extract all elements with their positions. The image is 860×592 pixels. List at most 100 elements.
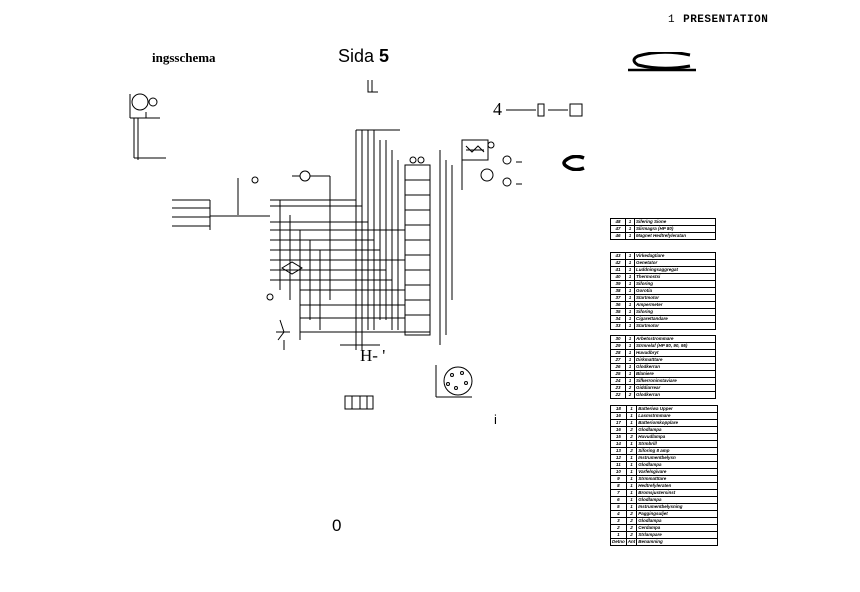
legend-cell-n: 13 xyxy=(610,447,627,455)
legend-cell-d: Glodlampa xyxy=(636,517,719,525)
legend-cell-q: Ant xyxy=(625,538,638,546)
legend-cell-n: 36 xyxy=(610,301,626,309)
indicator-lamp-icon xyxy=(299,170,311,182)
legend-cell-d: Siforing xyxy=(634,308,716,316)
legend-cell-d: Blaniere xyxy=(634,370,716,378)
legend-cell-q: 1 xyxy=(625,503,638,511)
legend-cell-q: 2 xyxy=(625,384,635,392)
legend-cell-d: Gorotia xyxy=(634,287,716,295)
legend-cell-n: 26 xyxy=(610,363,626,371)
legend-cell-d: Strmmatttare xyxy=(636,475,719,483)
legend-cell-d: Hedtrefyleraten xyxy=(636,482,719,490)
legend-cell-q: 2 xyxy=(625,447,638,455)
legend-cell-n: 14 xyxy=(610,440,627,448)
sheet-title-fragment: ingsschema xyxy=(152,50,216,65)
legend-cell-n: 29 xyxy=(610,342,626,350)
legend-cell-q: 1 xyxy=(625,370,635,378)
tick-i-label: i xyxy=(494,412,497,427)
legend-cell-n: 18 xyxy=(610,405,627,413)
lamp-assembly-icon xyxy=(129,93,166,160)
legend-cell-d: Bromsjustersinst xyxy=(636,489,719,497)
legend-cell-n: 9 xyxy=(610,475,627,483)
legend-cell-d: Slirmagra (HP 80) xyxy=(634,225,716,233)
legend-cell-n: 3 xyxy=(610,517,627,525)
connector-left xyxy=(172,199,270,230)
legend-cell-n: 15 xyxy=(610,433,627,441)
legend-cell-q: 1 xyxy=(625,294,635,302)
legend-cell-q: 1 xyxy=(625,301,635,309)
zero-label: 0 xyxy=(332,516,342,535)
legend-cell-q: 1 xyxy=(625,440,638,448)
ref-4-label: 4 xyxy=(493,99,502,119)
legend-cell-d: Strlampare xyxy=(636,531,719,539)
legend-cell-n: 5 xyxy=(610,503,627,511)
legend-cell-n: 34 xyxy=(610,315,626,323)
legend-cell-q: 2 xyxy=(625,517,638,525)
legend-cell-q: 2 xyxy=(625,433,638,441)
legend-cell-n: 4 xyxy=(610,510,627,518)
legend-cell-d: Genetator xyxy=(634,259,716,267)
h-label: H- ' xyxy=(360,346,386,365)
fuse-holder xyxy=(344,395,374,410)
legend-cell-n: 8 xyxy=(610,482,627,490)
legend-cell-n: 48 xyxy=(610,218,626,226)
legend-cell-n: 37 xyxy=(610,294,626,302)
legend-cell-n: 28 xyxy=(610,349,626,357)
terminal-block xyxy=(404,164,431,336)
legend-cell-q: 1 xyxy=(625,496,638,504)
legend-cell-n: 23 xyxy=(610,384,626,392)
legend-cell-q: 1 xyxy=(625,232,635,240)
legend-cell-d: Virkedagtiare xyxy=(634,252,716,260)
legend-cell-q: 1 xyxy=(625,322,635,330)
legend-cell-d: Instrumentbelysning xyxy=(636,503,719,511)
legend-cell-d: Strmbrill xyxy=(636,440,719,448)
legend-cell-q: 1 xyxy=(625,468,638,476)
legend-cell-q: 1 xyxy=(625,412,638,420)
legend-cell-d: Cerdampa xyxy=(636,524,719,532)
legend-cell-n: 43 xyxy=(610,252,626,260)
legend-cell-d: Batteriwa Upper xyxy=(636,405,719,413)
legend-cell-d: Dirkmatttare xyxy=(634,356,716,364)
legend-cell-q: 1 xyxy=(625,454,638,462)
legend-cell-d: Glodlampa xyxy=(636,496,719,504)
legend-cell-q: 1 xyxy=(625,273,635,281)
legend-cell-q: 1 xyxy=(625,342,635,350)
legend-cell-d: Lasmstrmmare xyxy=(636,412,719,420)
legend-cell-d: Siforing xyxy=(634,280,716,288)
legend-cell-n: 35 xyxy=(610,308,626,316)
legend-cell-n: 40 xyxy=(610,273,626,281)
